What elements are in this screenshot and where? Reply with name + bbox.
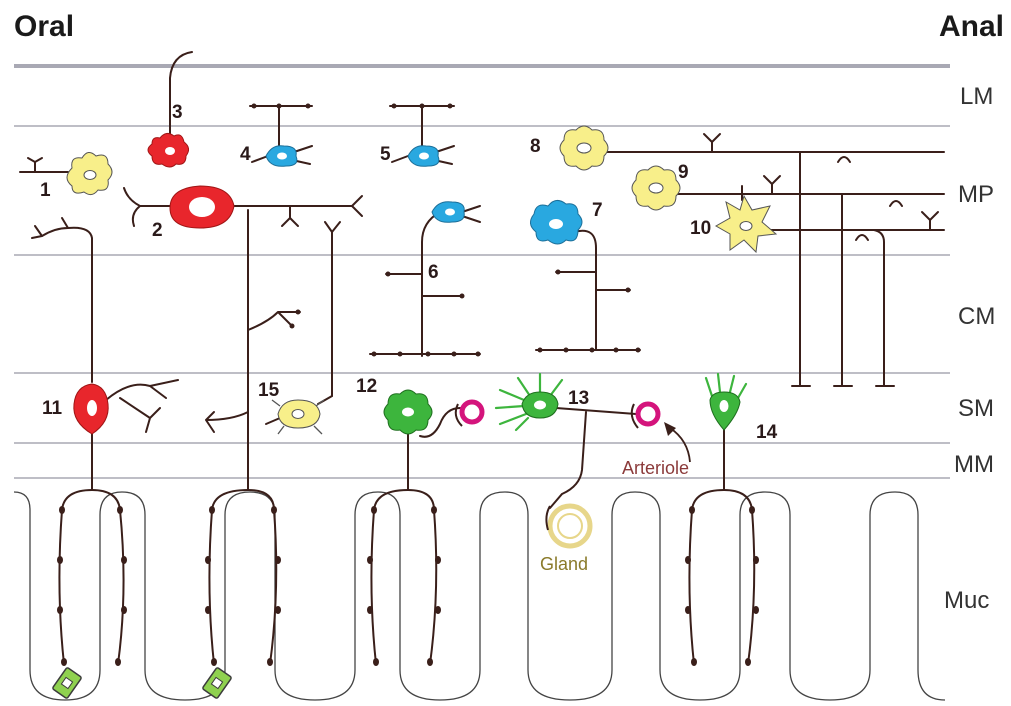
- layer-label-lm: LM: [960, 83, 993, 110]
- arteriole-pointer-arrowhead: [664, 422, 676, 436]
- layer-label-muc: Muc: [944, 587, 989, 614]
- neuron-14-cell-body: [706, 374, 746, 430]
- neuron-number-14: 14: [756, 422, 778, 443]
- neuron-number-11: 11: [42, 398, 63, 419]
- neuron-2-cell-body: [170, 186, 234, 228]
- neuron-3-cell-body: [148, 133, 189, 167]
- layer-label-cm: CM: [958, 303, 995, 330]
- mucosal-varicosities: [57, 506, 759, 666]
- oral-label: Oral: [14, 10, 74, 43]
- neuron-6-cell-body: [432, 202, 464, 223]
- mucosa-villi-outline: [14, 492, 945, 700]
- layer-label-sm: SM: [958, 395, 994, 422]
- gland-label: Gland: [540, 554, 588, 574]
- axon-network: [20, 52, 944, 508]
- anal-label: Anal: [939, 10, 1004, 43]
- neuron-number-7: 7: [592, 200, 603, 221]
- neuron-number-6: 6: [428, 262, 439, 283]
- arteriole-left: [456, 402, 482, 426]
- neuron-number-13: 13: [568, 388, 589, 409]
- neuron-number-8: 8: [530, 136, 541, 157]
- neuron-8-cell-body: [560, 126, 608, 170]
- neuron-number-10: 10: [690, 218, 711, 239]
- arteriole-label: Arteriole: [622, 458, 689, 478]
- mucosal-nerve-loops: [59, 490, 754, 664]
- neuron-7-cell-body: [530, 200, 582, 244]
- neuron-9-cell-body: [632, 166, 680, 210]
- enteroendocrine-cell: [52, 667, 82, 699]
- layer-label-mm: MM: [954, 451, 994, 478]
- neuron-4-cell-body: [266, 146, 297, 167]
- layer-label-mp: MP: [958, 181, 994, 208]
- enteroendocrine-cell: [202, 667, 232, 699]
- neuron-number-5: 5: [380, 144, 391, 165]
- neuron-1-cell-body: [67, 152, 112, 194]
- neuron-number-2: 2: [152, 220, 163, 241]
- neuron-number-9: 9: [678, 162, 689, 183]
- neuron-number-15: 15: [258, 380, 280, 401]
- neuron-15-cell-body: [272, 400, 324, 434]
- neuron-13-cell-body: [496, 374, 562, 430]
- arteriole-right: [632, 404, 658, 428]
- neuron-number-3: 3: [172, 102, 183, 123]
- gland: [546, 506, 590, 546]
- neuron-number-12: 12: [356, 376, 377, 397]
- neuron-number-4: 4: [240, 144, 251, 165]
- neuron-10-cell-body: [716, 196, 776, 252]
- arteriole-pointer-arrow: [670, 428, 690, 462]
- neuron-11-cell-body: [74, 384, 108, 434]
- neuron-5-cell-body: [408, 146, 439, 167]
- neuron-12-cell-body: [384, 390, 432, 434]
- neuron-number-1: 1: [40, 180, 51, 201]
